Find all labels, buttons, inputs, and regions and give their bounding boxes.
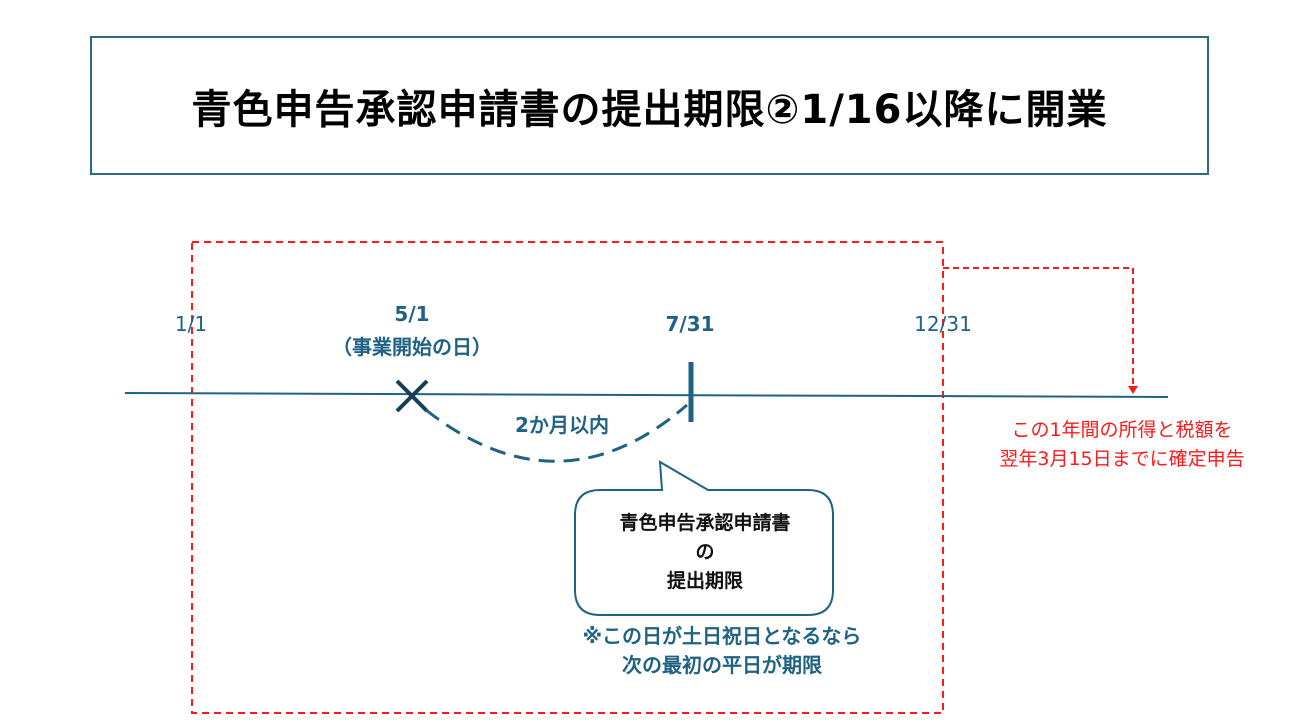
interval-label: 2か月以内: [515, 413, 609, 437]
label-business-start-note: （事業開始の日）: [332, 335, 492, 359]
business-start-x-icon: [395, 379, 429, 413]
timeline-axis: [124, 392, 1169, 398]
callout-text: 青色申告承認申請書 の 提出期限: [619, 509, 790, 596]
label-jan-1: 1/1: [174, 312, 208, 336]
label-business-start-date: 5/1: [394, 302, 430, 326]
page-title: 青色申告承認申請書の提出期限②1/16以降に開業: [191, 86, 1108, 133]
arrowhead-icon: [1128, 386, 1138, 394]
tax-return-arrow-path: [943, 267, 1134, 388]
label-deadline-date: 7/31: [665, 312, 715, 336]
holiday-note: ※この日が土日祝日となるなら 次の最初の平日が期限: [583, 622, 862, 680]
tax-return-note: この1年間の所得と税額を 翌年3月15日までに確定申告: [999, 416, 1244, 474]
callout-line2: の: [695, 541, 715, 563]
holiday-note-line1: ※この日が土日祝日となるなら: [582, 624, 862, 648]
title-box: 青色申告承認申請書の提出期限②1/16以降に開業: [90, 36, 1209, 175]
tax-return-line1: この1年間の所得と税額を: [1011, 419, 1233, 441]
year-period-dashed-box: [191, 241, 944, 714]
callout-line1: 青色申告承認申請書: [619, 512, 791, 534]
callout-line3: 提出期限: [666, 570, 744, 592]
holiday-note-line2: 次の最初の平日が期限: [622, 653, 822, 677]
tax-return-line2: 翌年3月15日までに確定申告: [999, 448, 1245, 470]
label-dec-31: 12/31: [914, 312, 972, 336]
callout-bubble: [574, 460, 834, 616]
